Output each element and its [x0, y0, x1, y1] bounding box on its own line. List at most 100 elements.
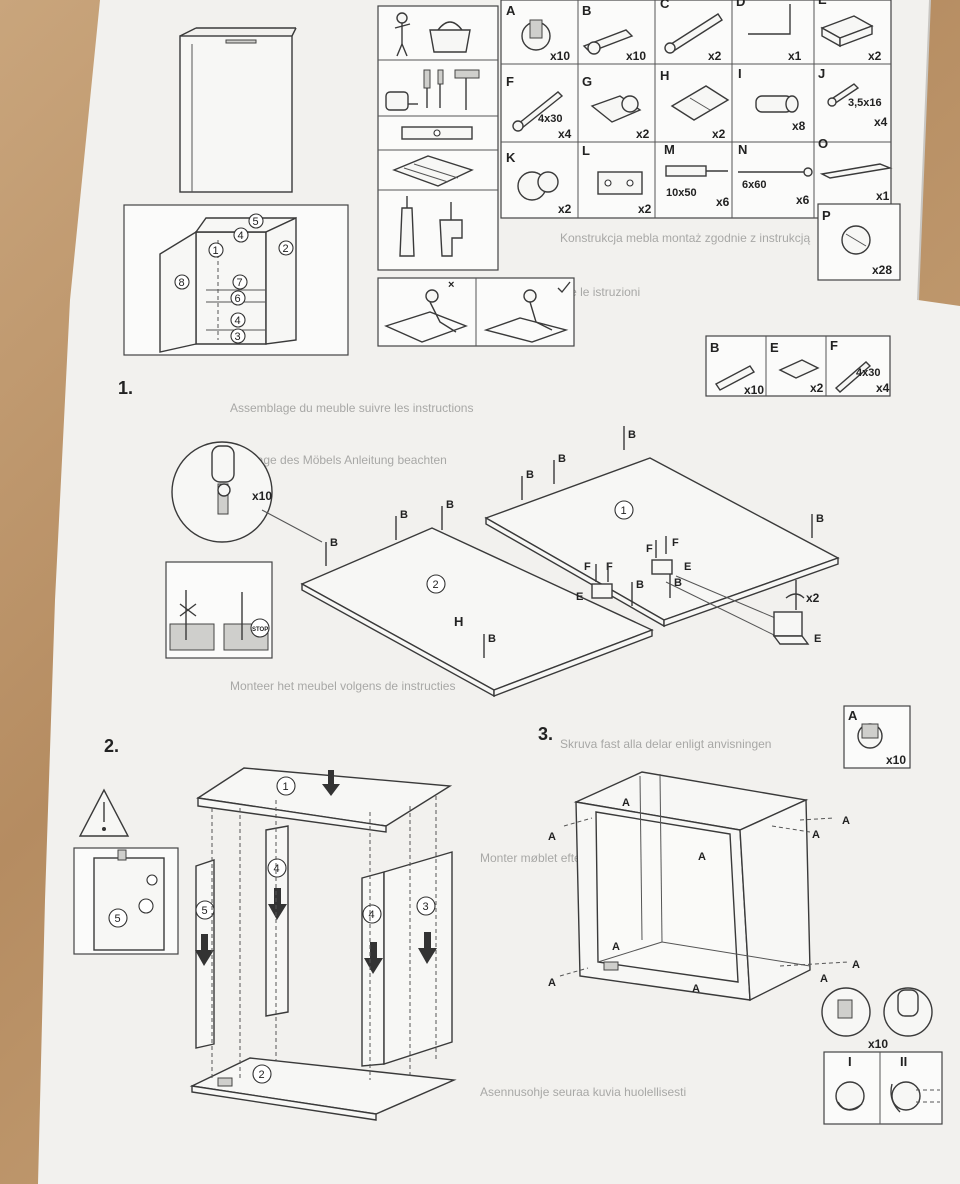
svg-text:J: J: [818, 66, 825, 81]
svg-text:M: M: [664, 142, 675, 157]
svg-text:x10: x10: [744, 383, 764, 397]
svg-text:E: E: [814, 633, 821, 645]
svg-text:7: 7: [237, 277, 243, 289]
svg-text:B: B: [816, 513, 824, 525]
svg-text:STOP: STOP: [252, 627, 268, 633]
svg-text:K: K: [506, 150, 516, 165]
svg-text:x2: x2: [868, 49, 882, 63]
svg-text:x2: x2: [712, 127, 726, 141]
panel-2: 2 H: [300, 527, 654, 698]
svg-text:C: C: [660, 0, 670, 11]
part-C: Cx2: [660, 0, 723, 63]
screwdriver-icon: [423, 69, 431, 108]
wood-board-icon: [392, 155, 474, 187]
step2-detail-panel: 5: [73, 847, 179, 955]
svg-text:F: F: [606, 561, 613, 573]
svg-text:Skruva fast alla delar enligt: Skruva fast alla delar enligt anvisninge…: [560, 737, 771, 751]
svg-text:x4: x4: [876, 381, 890, 395]
svg-text:P: P: [822, 208, 831, 223]
svg-text:I: I: [848, 1054, 852, 1069]
svg-text:x10: x10: [626, 49, 646, 63]
svg-text:A: A: [852, 959, 860, 971]
svg-text:A: A: [692, 983, 700, 995]
part-H: Hx2: [660, 68, 730, 141]
person-icon: [394, 12, 411, 57]
glue-icon: [399, 196, 415, 257]
step-2: 2. 5 1 5 4 4 3: [73, 736, 457, 1121]
svg-text:10x50: 10x50: [666, 187, 697, 199]
svg-text:5: 5: [115, 913, 121, 925]
part-K: Kx2: [506, 150, 572, 216]
floor-assembly-hint: ×: [377, 277, 575, 347]
svg-text:N: N: [738, 142, 747, 157]
svg-text:x28: x28: [872, 263, 892, 277]
warning-icon: [78, 788, 130, 837]
svg-text:x2: x2: [708, 49, 722, 63]
svg-text:A: A: [820, 973, 828, 985]
svg-text:x10: x10: [252, 489, 272, 503]
svg-text:×: ×: [448, 279, 454, 291]
svg-text:O: O: [818, 136, 828, 151]
svg-text:B: B: [628, 429, 636, 441]
svg-text:5: 5: [202, 905, 208, 917]
svg-text:B: B: [488, 633, 496, 645]
svg-text:A: A: [812, 829, 820, 841]
svg-text:A: A: [842, 815, 850, 827]
svg-text:3,5x16: 3,5x16: [848, 97, 882, 109]
svg-text:B: B: [400, 509, 408, 521]
svg-text:II: II: [900, 1054, 907, 1069]
step-1: 1. B x10 E x2 F 4x30 x4 x10: [118, 335, 891, 698]
svg-text:x2: x2: [638, 202, 652, 216]
svg-text:3: 3: [423, 901, 429, 913]
svg-text:B: B: [674, 577, 682, 589]
step-3: 3. A x10 A A A A A A A A: [538, 705, 943, 1125]
part-L: Lx2: [582, 143, 652, 216]
svg-text:A: A: [506, 3, 516, 18]
svg-text:x2: x2: [810, 381, 824, 395]
svg-text:E: E: [576, 591, 583, 603]
svg-text:4: 4: [274, 863, 280, 875]
rotate-detail: I II: [823, 1051, 943, 1125]
svg-text:B: B: [710, 340, 719, 355]
svg-text:A: A: [622, 797, 630, 809]
svg-text:4: 4: [235, 315, 241, 327]
svg-text:L: L: [582, 143, 590, 158]
svg-text:F: F: [830, 338, 838, 353]
svg-text:1: 1: [621, 505, 627, 517]
svg-text:D: D: [736, 0, 745, 9]
dowels-b: B B B B B B B B B B: [325, 426, 824, 658]
level-icon: [401, 126, 473, 140]
part-E: Ex2: [818, 0, 882, 63]
svg-text:B: B: [636, 579, 644, 591]
svg-text:G: G: [582, 74, 592, 89]
svg-text:6x60: 6x60: [742, 179, 766, 191]
connectors-e-f: E F F E F F: [576, 536, 691, 603]
tape-measure-icon: [385, 91, 418, 111]
svg-text:B: B: [558, 453, 566, 465]
hammer-icon: [454, 69, 480, 110]
tools-column: [377, 5, 499, 271]
svg-text:Konstrukcja mebla montaż zgodn: Konstrukcja mebla montaż zgodnie z instr…: [560, 231, 810, 245]
svg-text:F: F: [584, 561, 591, 573]
part-G: Gx2: [582, 74, 650, 141]
dowel-depth-detail: STOP: [165, 561, 273, 659]
svg-text:x10: x10: [550, 49, 570, 63]
svg-text:x1: x1: [876, 189, 890, 203]
svg-text:x4: x4: [558, 127, 572, 141]
svg-text:Asennusohje seuraa kuvia huole: Asennusohje seuraa kuvia huolellisesti: [480, 1085, 686, 1099]
svg-text:A: A: [698, 851, 706, 863]
svg-text:4x30: 4x30: [856, 367, 880, 379]
svg-text:B: B: [446, 499, 454, 511]
awl-icon: [437, 69, 444, 108]
svg-text:H: H: [660, 68, 669, 83]
svg-text:1: 1: [213, 245, 219, 257]
step3-callouts-a: A A A A A A A A A A: [548, 797, 860, 995]
svg-text:x2: x2: [806, 591, 820, 605]
step3-cabinet: [573, 771, 811, 1002]
